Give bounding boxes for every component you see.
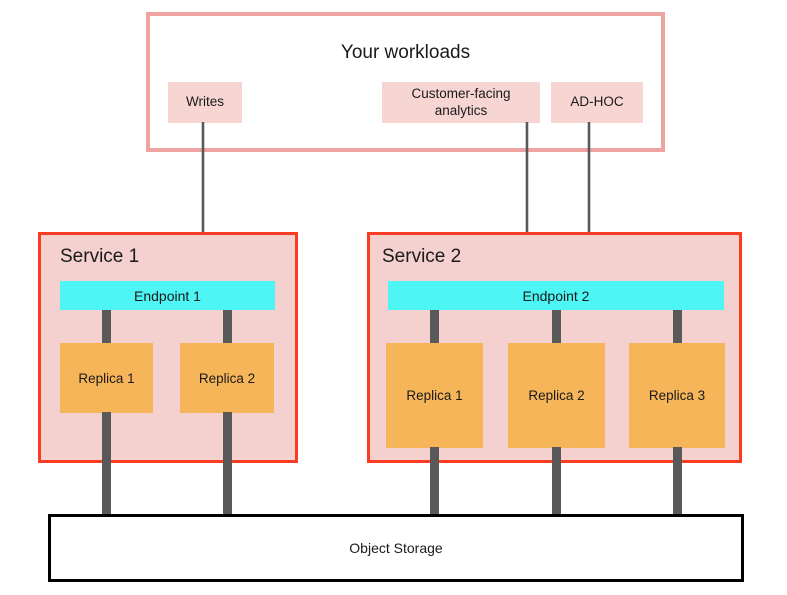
service-1-replica-1[interactable]: Replica 1 [60, 343, 153, 413]
link-endpoint2-to-s2-replica3 [673, 310, 682, 344]
service-2-replica-2[interactable]: Replica 2 [508, 343, 605, 448]
workload-chip-customer-facing-analytics[interactable]: Customer-facing analytics [382, 82, 540, 123]
service-2-title: Service 2 [382, 246, 462, 267]
workload-chip-ad-hoc[interactable]: AD-HOC [551, 82, 643, 123]
link-s1-replica1-to-storage [102, 412, 111, 516]
service-1-replica-2[interactable]: Replica 2 [180, 343, 274, 413]
service-2-replica-1[interactable]: Replica 1 [386, 343, 483, 448]
link-endpoint1-to-s1-replica1 [102, 310, 111, 344]
service-2-replica-3[interactable]: Replica 3 [629, 343, 725, 448]
link-endpoint2-to-s2-replica2 [552, 310, 561, 344]
link-endpoint2-to-s2-replica1 [430, 310, 439, 344]
workloads-title: Your workloads [340, 42, 471, 63]
service-1-title: Service 1 [60, 246, 140, 267]
link-s2-replica1-to-storage [430, 447, 439, 516]
link-s2-replica2-to-storage [552, 447, 561, 516]
link-endpoint1-to-s1-replica2 [223, 310, 232, 344]
link-s2-replica3-to-storage [673, 447, 682, 516]
endpoint-2[interactable]: Endpoint 2 [388, 281, 724, 310]
endpoint-1[interactable]: Endpoint 1 [60, 281, 275, 310]
workload-chip-writes[interactable]: Writes [168, 82, 242, 123]
object-storage[interactable]: Object Storage [48, 514, 744, 582]
link-s1-replica2-to-storage [223, 412, 232, 516]
